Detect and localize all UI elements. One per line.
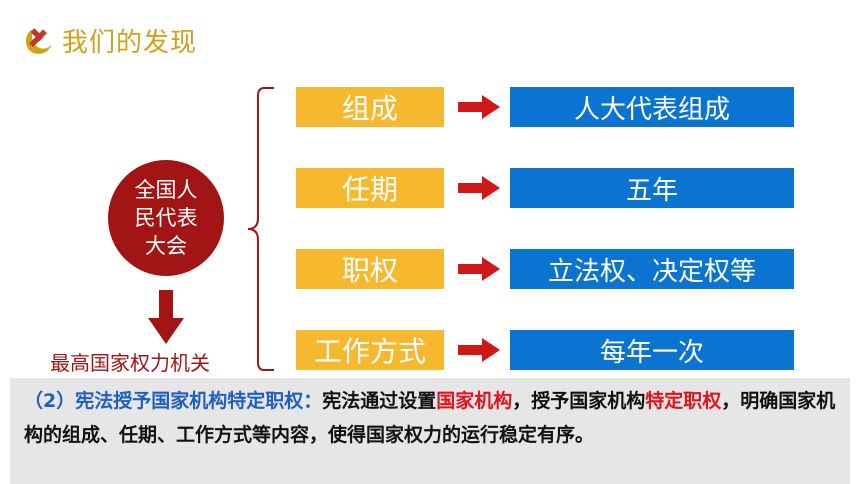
down-arrow-icon — [148, 290, 184, 344]
row-value-term: 五年 — [510, 168, 794, 208]
hammer-sickle-icon — [25, 27, 52, 54]
note-text-1: 宪法通过设置 — [322, 390, 437, 412]
page-title: 我们的发现 — [62, 28, 198, 58]
row-value-work-mode: 每年一次 — [510, 330, 794, 370]
row-label-work-mode: 工作方式 — [296, 330, 444, 370]
row-label-term: 任期 — [296, 168, 444, 208]
right-arrow-icon — [458, 257, 500, 281]
summary-note: （2）宪法授予国家机构特定职权：宪法通过设置国家机构，授予国家机构特定职权，明确… — [10, 378, 850, 484]
right-arrow-icon — [458, 338, 500, 362]
npc-circle: 全国人民代表大会 — [108, 160, 224, 276]
note-text-3: ，明确国家机构的组成、任期、工作方式等内容，使得国家权力的运行稳定有序。 — [24, 390, 836, 446]
caption-highest-power: 最高国家权力机关 — [50, 351, 210, 375]
row-label-powers: 职权 — [296, 249, 444, 289]
npc-circle-label: 全国人民代表大会 — [134, 178, 198, 258]
note-highlight-organs: 国家机构 — [436, 390, 513, 412]
row-value-composition: 人大代表组成 — [510, 87, 794, 127]
note-text-2: ，授予国家机构 — [512, 390, 646, 412]
right-arrow-icon — [458, 176, 500, 200]
row-label-composition: 组成 — [296, 87, 444, 127]
header: 我们的发现 — [20, 22, 197, 59]
right-arrow-icon — [458, 95, 500, 119]
row-value-powers: 立法权、决定权等 — [510, 249, 794, 289]
note-heading: （2）宪法授予国家机构特定职权： — [24, 390, 323, 412]
note-highlight-powers: 特定职权 — [645, 390, 722, 412]
left-brace — [247, 87, 274, 371]
